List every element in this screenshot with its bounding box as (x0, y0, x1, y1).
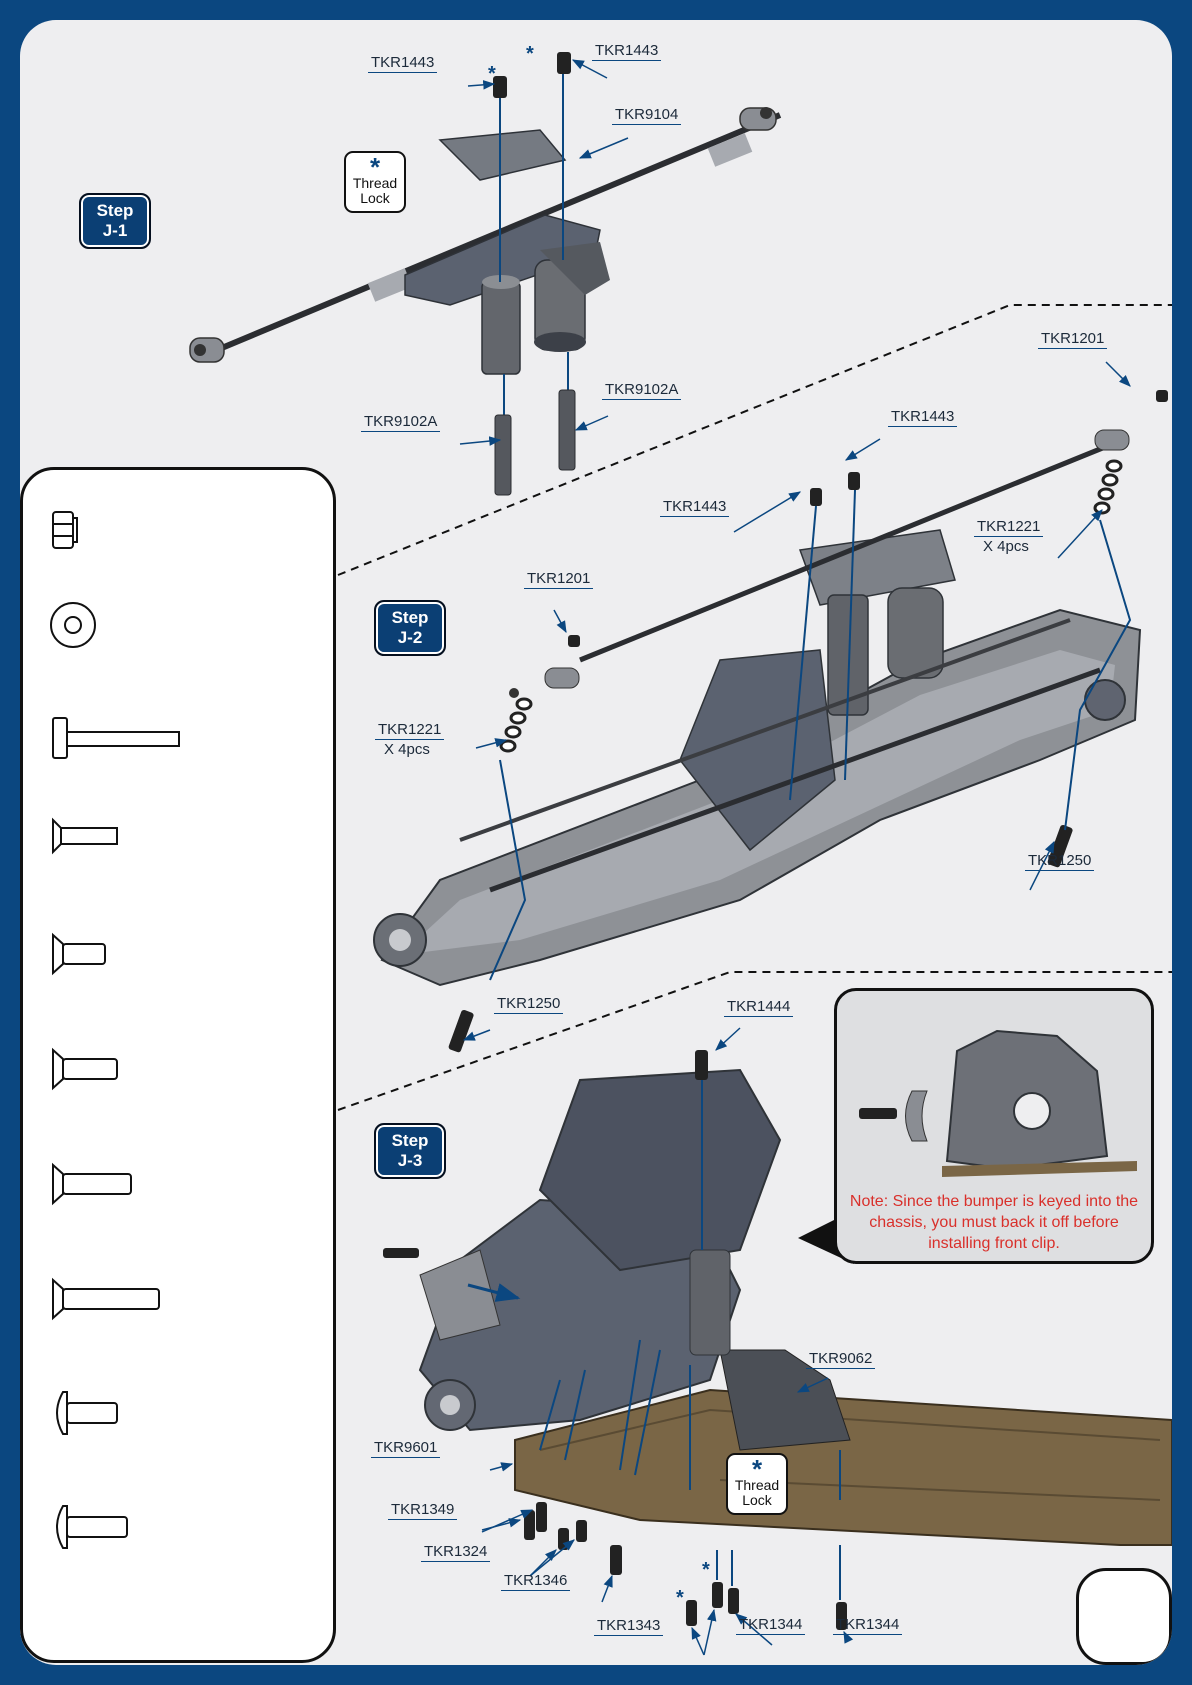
part-label-tkr1221: TKR1221 (375, 721, 445, 740)
part-label-tkr1443: TKR1443 (660, 498, 730, 517)
step-badge-line1: Step (391, 1131, 429, 1150)
thread-lock-symbol: * (751, 1454, 763, 1484)
step-badge-j3: Step J-3 (374, 1123, 446, 1179)
part-label-tkr1443: TKR1443 (592, 42, 662, 61)
step-badge-line2: J-1 (102, 221, 128, 240)
step-badge-line1: Step (96, 201, 134, 220)
thread-lock-line1: Thread (734, 1477, 780, 1493)
flat-head-screw-icon (52, 1162, 132, 1206)
step-badge-line2: J-2 (397, 628, 423, 647)
thread-lock-symbol: * (369, 152, 381, 182)
step-badge-j2: Step J-2 (374, 600, 446, 656)
lock-nut-icon (52, 511, 78, 549)
button-head-screw-icon (56, 1505, 128, 1549)
part-label-tkr1344: TKR1344 (736, 1616, 806, 1635)
part-label-tkr1443: TKR1443 (368, 54, 438, 73)
thread-lock-marker: * (702, 1559, 710, 1581)
note-text: Note: Since the bumper is keyed into the… (849, 1193, 1139, 1252)
part-label-tkr1250: TKR1250 (1025, 852, 1095, 871)
hardware-icons (50, 511, 180, 1549)
bumper-inset-illustration (859, 1029, 1137, 1177)
page-number-box (1076, 1568, 1172, 1665)
assembly-diagram (189, 52, 1172, 1656)
part-label-tkr9062: TKR9062 (806, 1350, 876, 1369)
part-label-tkr1250: TKR1250 (494, 995, 564, 1014)
front-clip-assembly-j3 (383, 1050, 1172, 1630)
thread-lock-marker: * (488, 63, 496, 85)
long-cap-screw-icon (52, 717, 180, 759)
part-label-tkr1443: TKR1443 (888, 408, 958, 427)
flat-head-screw-icon (52, 1277, 160, 1321)
instruction-page: Step J-1 Step J-2 Step J-3 * Thread Lock… (20, 20, 1172, 1665)
flat-head-screw-icon (52, 1047, 118, 1091)
button-head-screw-icon (56, 1391, 118, 1435)
part-label-tkr1346: TKR1346 (501, 1572, 571, 1591)
part-label-tkr9102a: TKR9102A (602, 381, 682, 400)
step-separator-1 (337, 304, 1172, 576)
chassis-assembly-j2 (373, 390, 1168, 1053)
part-label-tkr1201: TKR1201 (1038, 330, 1108, 349)
part-label-tkr1324: TKR1324 (421, 1543, 491, 1562)
washer-icon (50, 602, 96, 648)
part-label-tkr1349: TKR1349 (388, 1501, 458, 1520)
part-label-tkr1343: TKR1343 (594, 1617, 664, 1636)
thread-lock-badge-j1: * Thread Lock (344, 151, 406, 213)
step-badge-line1: Step (391, 608, 429, 627)
thread-lock-marker: * (676, 1587, 684, 1609)
step-badge-line2: J-3 (397, 1151, 423, 1170)
part-label-tkr1221: TKR1221 (974, 518, 1044, 537)
part-label-tkr9104: TKR9104 (612, 106, 682, 125)
steering-assembly-j1 (189, 52, 782, 496)
note-box: Note: Since the bumper is keyed into the… (834, 988, 1154, 1264)
part-label-tkr1201: TKR1201 (524, 570, 594, 589)
part-label-tkr1344: TKR1344 (833, 1616, 903, 1635)
step-badge-j1: Step J-1 (79, 193, 151, 249)
part-label-tkr9102a: TKR9102A (361, 413, 441, 432)
quantity-label: X 4pcs (384, 741, 430, 758)
flat-head-screw-icon (52, 932, 106, 976)
part-label-tkr1444: TKR1444 (724, 998, 794, 1017)
part-label-tkr9601: TKR9601 (371, 1439, 441, 1458)
thread-lock-marker: * (526, 43, 534, 65)
thread-lock-line1: Thread (352, 175, 398, 191)
thread-lock-line2: Lock (742, 1492, 772, 1508)
thread-lock-badge-j3: * Thread Lock (726, 1453, 788, 1515)
flat-head-screw-icon (52, 817, 118, 855)
hardware-panel (20, 467, 336, 1663)
thread-lock-line2: Lock (360, 190, 390, 206)
quantity-label: X 4pcs (983, 538, 1029, 555)
